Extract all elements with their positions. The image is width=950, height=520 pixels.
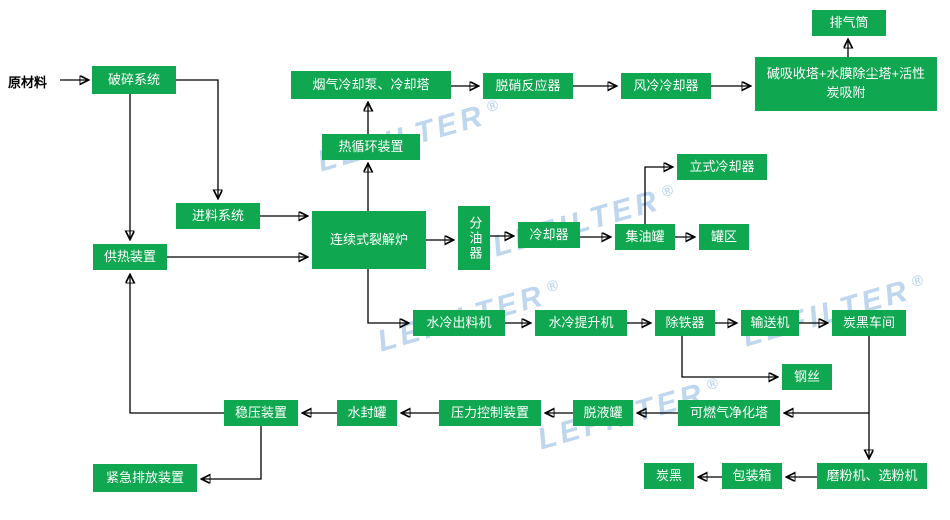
- node-iron-remover: 除铁器: [655, 310, 715, 336]
- node-water-seal-tank: 水封罐: [337, 400, 397, 426]
- node-pyrolysis-furnace: 连续式裂解炉: [312, 211, 426, 269]
- node-oil-collection-tank: 集油罐: [615, 224, 675, 250]
- node-tank-area: 罐区: [699, 224, 749, 250]
- node-water-cooled-discharger: 水冷出料机: [413, 310, 505, 336]
- arrow-crushing-to-feeding: [176, 79, 218, 198]
- node-alkali-absorption-tower: 碱吸收塔+水膜除尘塔+活性炭吸附: [755, 57, 937, 111]
- node-liquid-removal-tank: 脱液罐: [573, 400, 633, 426]
- node-packing-box: 包装箱: [722, 463, 782, 489]
- arrow-furnace-to-discharger: [367, 269, 408, 323]
- node-oil-separator: 分油器: [458, 206, 490, 270]
- arrow-stabilizer-to-heating: [130, 275, 224, 414]
- node-flue-gas-cooling: 烟气冷却泵、冷却塔: [291, 71, 451, 99]
- node-exhaust-stack: 排气筒: [812, 10, 886, 36]
- node-grinding-machine: 磨粉机、选粉机: [817, 463, 927, 489]
- node-cooler: 冷却器: [518, 222, 580, 248]
- node-pressure-stabilizer: 稳压装置: [224, 400, 298, 426]
- node-crushing-system: 破碎系统: [92, 66, 176, 94]
- node-pressure-control-device: 压力控制装置: [439, 400, 541, 426]
- node-denitration-reactor: 脱硝反应器: [483, 73, 573, 99]
- node-vertical-cooler: 立式冷却器: [677, 154, 767, 180]
- node-carbon-black-workshop: 炭黑车间: [832, 310, 906, 336]
- node-heat-circulation: 热循环装置: [322, 134, 420, 160]
- node-conveyor: 输送机: [741, 310, 799, 336]
- node-feeding-system: 进料系统: [176, 203, 260, 229]
- node-emergency-discharge: 紧急排放装置: [93, 464, 197, 492]
- node-carbon-black: 炭黑: [644, 463, 694, 489]
- node-steel-wire: 钢丝: [782, 364, 832, 390]
- node-heating-device: 供热装置: [93, 244, 167, 270]
- arrow-stabilizer-to-emergency: [202, 426, 262, 479]
- node-air-cooled-cooler: 风冷冷却器: [621, 73, 711, 99]
- node-water-cooled-elevator: 水冷提升机: [535, 310, 627, 336]
- label-raw-material: 原材料: [8, 75, 48, 90]
- node-gas-purification-tower: 可燃气净化塔: [678, 400, 780, 426]
